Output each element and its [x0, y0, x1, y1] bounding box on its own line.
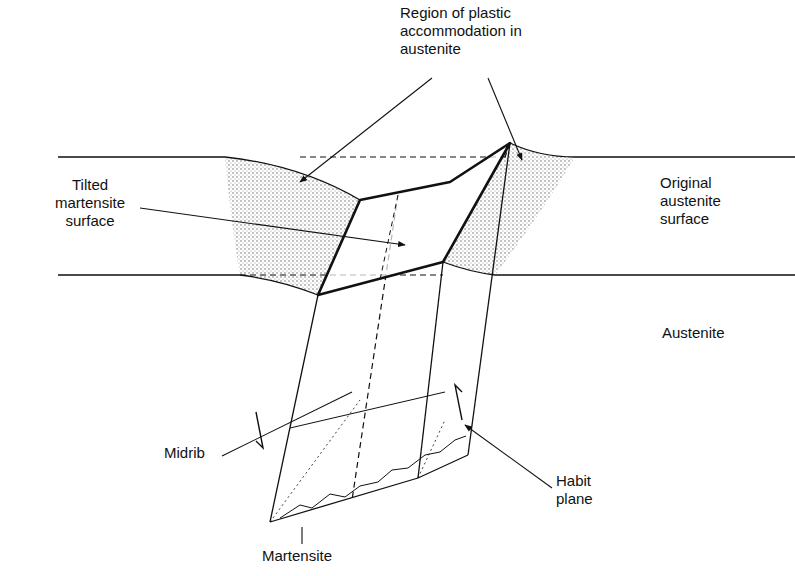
plate-inner-edges — [270, 400, 445, 522]
surface-lines — [58, 143, 795, 295]
surface-label: Tilted martensite surface — [40, 176, 140, 230]
phase-label: Austenite — [662, 324, 772, 342]
midrib-top — [380, 195, 398, 280]
habit-plane-edge — [280, 436, 466, 518]
leader-lines — [140, 78, 552, 544]
original-surface-dashed — [240, 143, 510, 500]
feature-label: Midrib — [164, 444, 234, 462]
tilted-surface — [318, 143, 510, 295]
plate-body — [270, 143, 510, 522]
phase-label: Martensite — [262, 547, 372, 565]
region-label: Region of plastic accommodation in auste… — [400, 4, 550, 58]
shear-arrows — [256, 385, 462, 448]
surface-label: Original austenite surface — [660, 174, 770, 228]
feature-label: Habit plane — [556, 472, 626, 508]
